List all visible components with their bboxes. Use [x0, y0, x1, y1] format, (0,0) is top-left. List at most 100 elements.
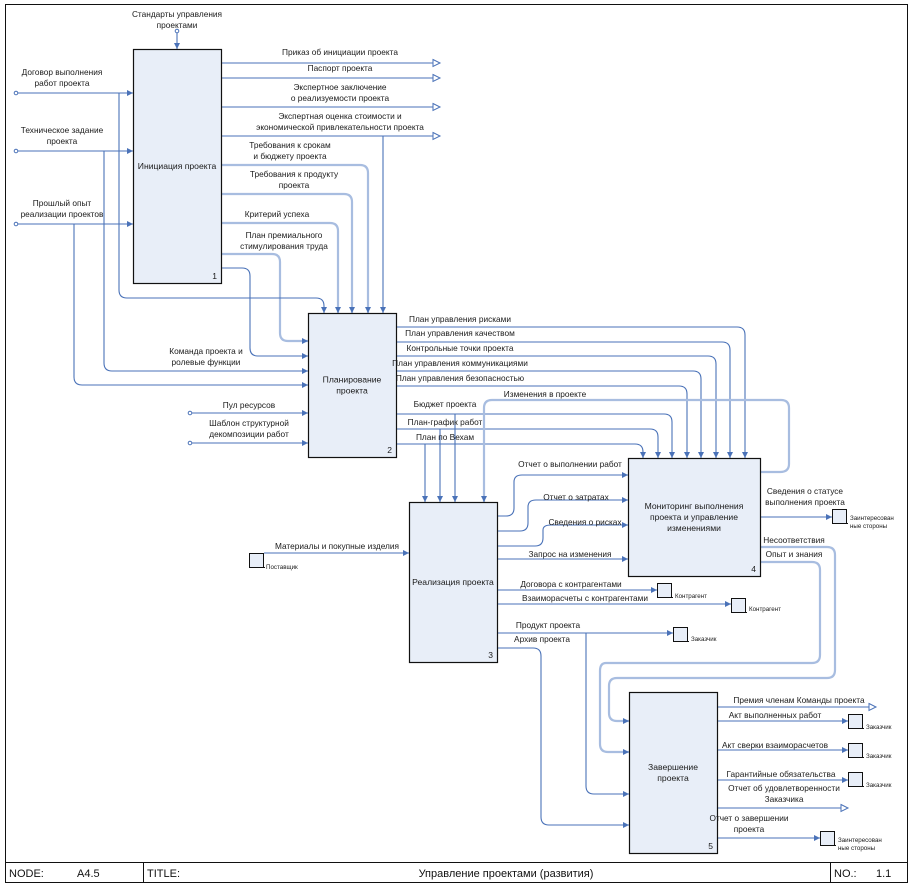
arrowhead-down-icon	[713, 452, 719, 458]
arrow-line	[221, 163, 370, 313]
arrowhead-down-icon	[669, 452, 675, 458]
externals-layer	[249, 509, 864, 846]
label-line: План по Вехам	[416, 432, 474, 442]
label-line: Требования к срокам	[249, 140, 331, 150]
open-arrowhead-icon	[432, 102, 442, 112]
arrowhead-right-icon	[842, 718, 848, 724]
output-label: Гарантийные обязательства	[727, 769, 836, 779]
label-line: План управления рисками	[409, 314, 511, 324]
label-line: Паспорт проекта	[308, 63, 373, 73]
activity-box-number: 4	[751, 564, 756, 574]
arrowhead-down-icon	[452, 496, 458, 502]
label-line: проекта	[47, 136, 78, 146]
arrow-line	[396, 326, 746, 458]
label-line: Премия членам Команды проекта	[733, 695, 865, 705]
arrow-line	[497, 647, 629, 826]
external-entity-name: Контрагент	[675, 593, 707, 600]
arrow-line	[607, 545, 837, 723]
external-entity-box	[657, 583, 672, 598]
label-line: Несоответствия	[763, 535, 825, 545]
arrowhead-right-icon	[842, 777, 848, 783]
output-label: Продукт проекта	[516, 620, 581, 630]
arrowhead-right-icon	[651, 587, 657, 593]
label-line: Шаблон структурной	[209, 418, 289, 428]
open-arrowhead-icon	[432, 58, 442, 68]
output-label: Акт сверки взаиморасчетов	[722, 740, 829, 750]
arrowhead-down-icon	[655, 452, 661, 458]
external-entity-name: Заказчик	[691, 636, 717, 643]
tunnel-dot-icon	[13, 148, 19, 154]
label-line: изменениями	[667, 523, 721, 533]
external-entity-name: Заказчик	[866, 782, 892, 789]
arrow-line	[396, 413, 673, 458]
output-label: План-график работ	[408, 417, 483, 427]
arrow-line	[396, 355, 717, 458]
label-line: Гарантийные обязательства	[727, 769, 836, 779]
label-line: Заказчик	[866, 724, 892, 731]
label-line: Взаиморасчеты с контрагентами	[522, 593, 648, 603]
external-entity-box	[848, 714, 863, 729]
activity-box-5	[628, 691, 719, 855]
label-line: экономической привлекательности проекта	[256, 122, 424, 132]
arrowhead-right-icon	[725, 601, 731, 607]
tunnel-dot-icon	[187, 410, 193, 416]
label-line: Архив проекта	[514, 634, 570, 644]
label-line: Заказчик	[691, 636, 717, 643]
tunnel-dot-icon	[13, 90, 19, 96]
arrow-line	[585, 633, 629, 795]
arrowhead-right-icon	[127, 90, 133, 96]
external-entity-name: Заказчик	[866, 724, 892, 731]
connectors-layer	[13, 28, 878, 841]
arrowhead-right-icon	[302, 368, 308, 374]
label-line: Планирование	[323, 375, 382, 385]
footer-title-label: TITLE:	[147, 868, 180, 880]
output-label: План управления качеством	[405, 328, 515, 338]
arrowhead-down-icon	[321, 307, 327, 313]
activity-box-2	[307, 312, 398, 459]
arrowhead-down-icon	[684, 452, 690, 458]
arrow-line	[221, 267, 308, 357]
external-entity-box	[848, 743, 863, 758]
label-line: Запрос на изменения	[529, 549, 612, 559]
label-line: ролевые функции	[172, 357, 241, 367]
external-entity-name: Заказчик	[866, 753, 892, 760]
output-label: Архив проекта	[514, 634, 570, 644]
label-line: Стандарты управления	[132, 9, 222, 19]
label-line: проектами	[157, 20, 198, 30]
arrow-line	[221, 192, 354, 313]
arrowhead-down-icon	[365, 307, 371, 313]
footer-node-label: NODE:	[9, 868, 44, 880]
label-line: Заинтересован	[850, 515, 894, 522]
arrowhead-right-icon	[667, 630, 673, 636]
activity-box-number: 1	[212, 271, 217, 281]
tunnel-dot-icon	[174, 28, 180, 34]
output-label: Контрольные точки проекта	[407, 343, 514, 353]
external-entity-box	[820, 831, 835, 846]
label-line: Критерий успеха	[245, 209, 310, 219]
output-label: План управления коммуникациями	[392, 358, 528, 368]
label-line: проекта и управление	[650, 512, 738, 522]
output-label: Взаиморасчеты с контрагентами	[522, 593, 648, 603]
arrowhead-right-icon	[302, 338, 308, 344]
label-line: Бюджет проекта	[414, 399, 477, 409]
arrowhead-right-icon	[302, 382, 308, 388]
boxes-layer	[132, 48, 762, 855]
arrowhead-down-icon	[437, 496, 443, 502]
label-line: ные стороны	[850, 523, 888, 530]
arrowhead-right-icon	[302, 353, 308, 359]
feedback-label: Изменения в проекте	[504, 389, 587, 399]
output-label: План по Вехам	[416, 432, 474, 442]
label-line: Приказ об инициации проекта	[282, 47, 398, 57]
label-line: Заказчик	[866, 753, 892, 760]
label-line: Инициация проекта	[138, 161, 217, 171]
label-line: Изменения в проекте	[504, 389, 587, 399]
arrowhead-right-icon	[623, 791, 629, 797]
